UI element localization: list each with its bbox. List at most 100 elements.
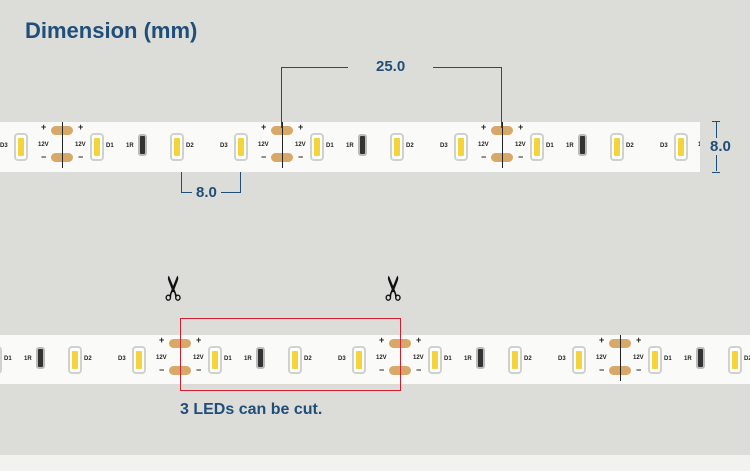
cut-line — [620, 335, 621, 381]
led-label-d2: D2 — [84, 356, 92, 362]
resistor-label: 1R — [346, 143, 354, 149]
voltage-label: 12V — [193, 355, 204, 361]
minus-sign: − — [636, 365, 642, 375]
resistor-label: 1R — [126, 143, 134, 149]
led-chip — [428, 346, 442, 374]
minus-sign: − — [78, 152, 84, 162]
scissors-icon: ✂ — [375, 273, 414, 303]
led-chip — [572, 346, 586, 374]
plus-sign: + — [159, 335, 165, 345]
minus-sign: − — [518, 152, 524, 162]
led-label-d3: D3 — [660, 143, 668, 149]
led-label-d1: D1 — [546, 143, 554, 149]
voltage-label: 12V — [596, 355, 607, 361]
led-label-d3: D3 — [338, 356, 346, 362]
width-dimension-label: 8.0 — [710, 138, 731, 155]
page-title: Dimension (mm) — [25, 18, 198, 43]
voltage-label: 12V — [75, 142, 86, 148]
led-label-d3: D3 — [220, 143, 228, 149]
led-chip — [674, 133, 688, 161]
led-label-d2: D2 — [406, 143, 414, 149]
voltage-label: 12V — [376, 355, 387, 361]
led-label-d1: D1 — [224, 356, 232, 362]
resistor — [256, 347, 265, 369]
led-label-d3: D3 — [558, 356, 566, 362]
plus-sign: + — [518, 122, 524, 132]
segment-dimension-label: 25.0 — [348, 58, 434, 75]
resistor — [476, 347, 485, 369]
led-strip-cut: D3 +12V − +12V − D1 1R D2 D3 +12V − +12V − D1 1R D2 D3 +1… — [0, 335, 750, 384]
led-chip — [208, 346, 222, 374]
voltage-label: 12V — [156, 355, 167, 361]
minus-sign: − — [416, 365, 422, 375]
voltage-label: 12V — [258, 142, 269, 148]
led-strip-dimension: D3 +12V − +12V − D1 1R D2 D3 +12V − +12V − D1 1R D2 D3 +1… — [0, 122, 700, 172]
led-label-d3: D3 — [0, 143, 8, 149]
resistor-label: 1R — [244, 356, 252, 362]
minus-sign: − — [481, 152, 487, 162]
voltage-label: 12V — [478, 142, 489, 148]
led-chip — [234, 133, 248, 161]
minus-sign: − — [379, 365, 385, 375]
voltage-label: 12V — [633, 355, 644, 361]
led-chip — [508, 346, 522, 374]
voltage-label: 12V — [413, 355, 424, 361]
resistor — [36, 347, 45, 369]
scissors-icon: ✂ — [155, 273, 194, 303]
led-chip — [68, 346, 82, 374]
resistor-label: 1R — [24, 356, 32, 362]
led-label-d2: D2 — [304, 356, 312, 362]
plus-sign: + — [599, 335, 605, 345]
resistor — [578, 134, 587, 156]
footer-band — [0, 455, 750, 471]
cut-line — [282, 122, 283, 168]
led-label-d1: D1 — [444, 356, 452, 362]
resistor — [358, 134, 367, 156]
resistor — [696, 347, 705, 369]
led-label-d3: D3 — [118, 356, 126, 362]
led-label-d1: D1 — [664, 356, 672, 362]
led-chip — [530, 133, 544, 161]
plus-sign: + — [261, 122, 267, 132]
plus-sign: + — [416, 335, 422, 345]
led-label-d3: D3 — [440, 143, 448, 149]
led-label-d1: D1 — [106, 143, 114, 149]
voltage-label: 12V — [698, 142, 700, 148]
plus-sign: + — [78, 122, 84, 132]
plus-sign: + — [196, 335, 202, 345]
plus-sign: + — [481, 122, 487, 132]
led-label-d2: D2 — [626, 143, 634, 149]
led-chip — [288, 346, 302, 374]
resistor-label: 1R — [464, 356, 472, 362]
led-chip — [0, 346, 2, 374]
led-chip — [610, 133, 624, 161]
led-chip — [390, 133, 404, 161]
led-label-d2: D2 — [186, 143, 194, 149]
voltage-label: 12V — [38, 142, 49, 148]
cut-section-highlight — [180, 318, 401, 391]
segment-dimension-line — [281, 67, 502, 128]
minus-sign: − — [298, 152, 304, 162]
cut-line — [62, 122, 63, 168]
led-chip — [170, 133, 184, 161]
led-chip — [90, 133, 104, 161]
led-chip — [132, 346, 146, 374]
led-chip — [728, 346, 742, 374]
minus-sign: − — [41, 152, 47, 162]
led-chip — [454, 133, 468, 161]
led-label-d2: D2 — [524, 356, 532, 362]
minus-sign: − — [196, 365, 202, 375]
plus-sign: + — [298, 122, 304, 132]
led-label-d1: D1 — [4, 356, 12, 362]
resistor-label: 1R — [566, 143, 574, 149]
led-chip — [14, 133, 28, 161]
minus-sign: − — [599, 365, 605, 375]
plus-sign: + — [636, 335, 642, 345]
plus-sign: + — [41, 122, 47, 132]
minus-sign: − — [159, 365, 165, 375]
led-chip — [352, 346, 366, 374]
led-label-d2: D2 — [744, 356, 750, 362]
led-chip — [648, 346, 662, 374]
led-pitch-dimension-label: 8.0 — [192, 184, 221, 201]
minus-sign: − — [261, 152, 267, 162]
